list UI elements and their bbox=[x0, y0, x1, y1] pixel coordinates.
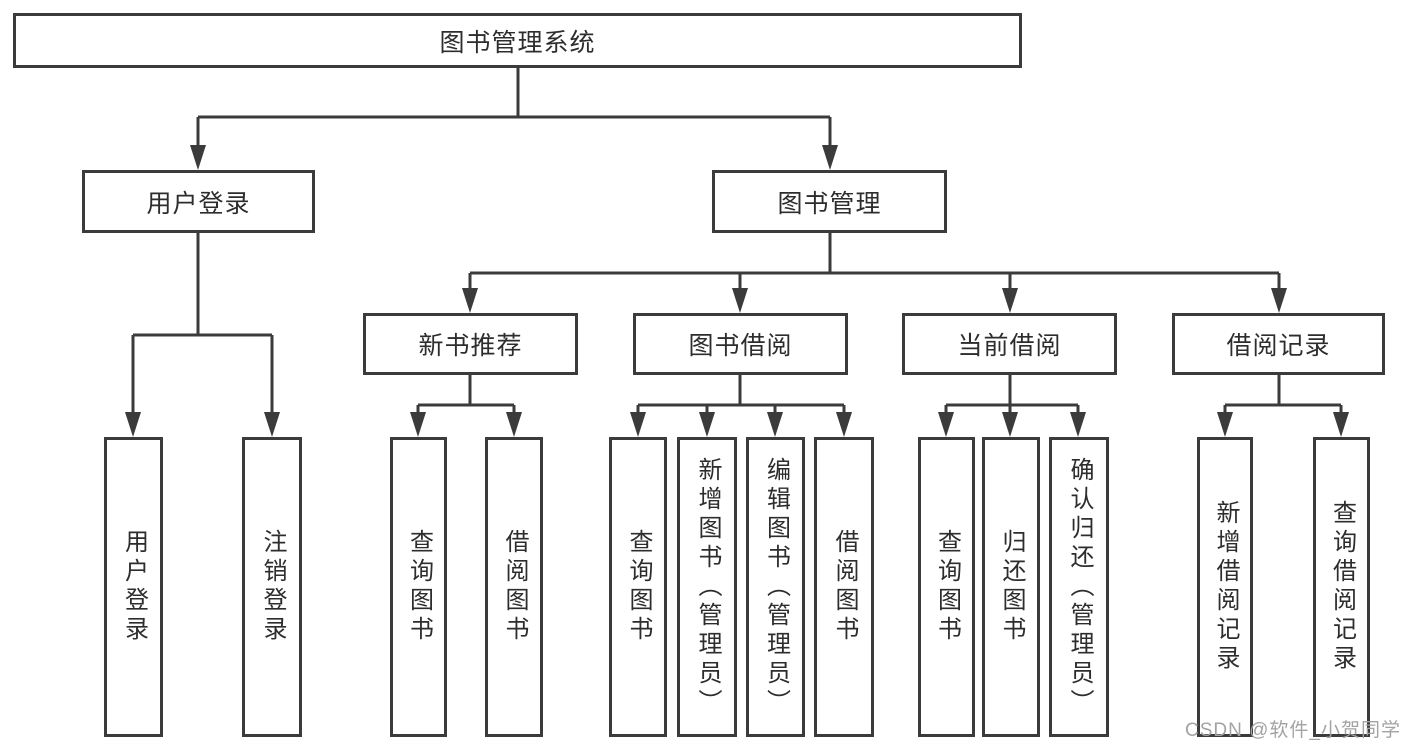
leaf-query-books-current: 查询图书 bbox=[918, 437, 975, 737]
node-user-login: 用户登录 bbox=[82, 170, 315, 233]
node-book-borrow: 图书借阅 bbox=[633, 313, 848, 375]
leaf-borrow-books-borrow: 借阅图书 bbox=[814, 437, 874, 737]
node-current-borrow-label: 当前借阅 bbox=[957, 332, 1062, 360]
leaf-user-login-label: 用户登录 bbox=[120, 529, 148, 645]
node-current-borrow: 当前借阅 bbox=[902, 313, 1117, 375]
leaf-borrow-books-borrow-label: 借阅图书 bbox=[831, 529, 858, 645]
leaf-borrow-books-recommend: 借阅图书 bbox=[485, 437, 543, 737]
leaf-query-borrow-record: 查询借阅记录 bbox=[1313, 437, 1370, 737]
leaf-query-books-borrow-label: 查询图书 bbox=[625, 529, 652, 645]
leaf-query-books-recommend: 查询图书 bbox=[390, 437, 447, 737]
leaf-add-book-admin-label: 新增图书（管理员） bbox=[694, 456, 721, 718]
node-new-book-recommend: 新书推荐 bbox=[363, 313, 578, 375]
leaf-user-login: 用户登录 bbox=[104, 437, 163, 737]
leaf-query-books-borrow: 查询图书 bbox=[609, 437, 667, 737]
leaf-logout: 注销登录 bbox=[242, 437, 302, 737]
leaf-confirm-return-admin-label: 确认归还（管理员） bbox=[1066, 456, 1093, 718]
leaf-query-books-current-label: 查询图书 bbox=[933, 529, 961, 645]
leaf-edit-book-admin: 编辑图书（管理员） bbox=[746, 437, 805, 737]
leaf-confirm-return-admin: 确认归还（管理员） bbox=[1049, 437, 1109, 737]
csdn-watermark: CSDN @软件_小贺同学 bbox=[1185, 720, 1401, 741]
leaf-add-book-admin: 新增图书（管理员） bbox=[677, 437, 737, 737]
leaf-return-book-label: 归还图书 bbox=[998, 529, 1025, 645]
leaf-add-borrow-record: 新增借阅记录 bbox=[1197, 437, 1253, 737]
node-book-borrow-label: 图书借阅 bbox=[688, 332, 793, 360]
node-root-system-label: 图书管理系统 bbox=[439, 28, 596, 57]
leaf-query-borrow-record-label: 查询借阅记录 bbox=[1328, 500, 1356, 674]
node-book-management: 图书管理 bbox=[712, 170, 947, 233]
node-borrow-records: 借阅记录 bbox=[1172, 313, 1385, 375]
node-book-management-label: 图书管理 bbox=[777, 189, 882, 218]
leaf-logout-label: 注销登录 bbox=[259, 529, 286, 645]
leaf-query-books-recommend-label: 查询图书 bbox=[405, 529, 433, 645]
node-user-login-label: 用户登录 bbox=[146, 189, 251, 218]
node-new-book-recommend-label: 新书推荐 bbox=[418, 332, 523, 360]
arrowheads bbox=[125, 145, 1349, 437]
node-borrow-records-label: 借阅记录 bbox=[1226, 332, 1331, 360]
node-root-system: 图书管理系统 bbox=[13, 13, 1022, 68]
leaf-return-book: 归还图书 bbox=[982, 437, 1040, 737]
leaf-add-borrow-record-label: 新增借阅记录 bbox=[1212, 500, 1239, 674]
leaf-edit-book-admin-label: 编辑图书（管理员） bbox=[762, 456, 790, 718]
leaf-borrow-books-recommend-label: 借阅图书 bbox=[501, 529, 528, 645]
